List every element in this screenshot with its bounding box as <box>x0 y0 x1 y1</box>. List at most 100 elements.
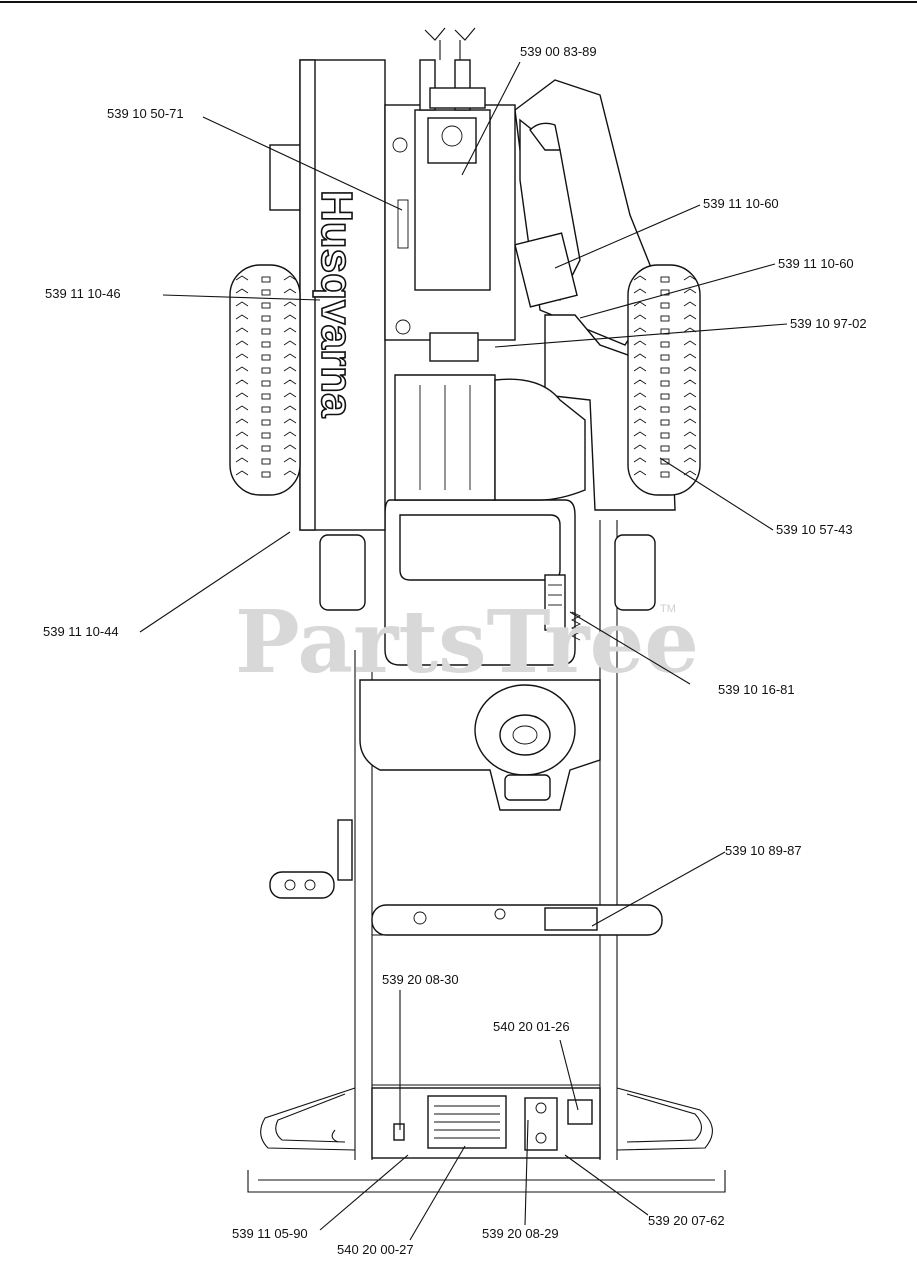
tire-tread-block <box>261 328 271 335</box>
tire-tread-mark <box>633 470 697 476</box>
tire-tread-block <box>660 276 670 283</box>
callout-c3[interactable]: 539 11 10-60 <box>703 196 779 211</box>
brand-decal: Husqvarna <box>312 190 361 418</box>
tire-tread-block <box>261 354 271 361</box>
tire-tread-block <box>261 276 271 283</box>
callout-c7[interactable]: 539 10 57-43 <box>776 522 853 537</box>
tire-tread-mark <box>235 392 297 398</box>
machine-drawing <box>229 27 726 1193</box>
tire-tread-block <box>660 471 670 478</box>
tire-tread-block <box>261 302 271 309</box>
leader-c10 <box>591 851 726 927</box>
callout-c10[interactable]: 539 10 89-87 <box>725 843 802 858</box>
tire-tread-mark <box>633 418 697 424</box>
tire-tread-block <box>261 419 271 426</box>
watermark-tm: TM <box>660 603 676 615</box>
tire-tread-mark <box>633 340 697 346</box>
watermark: PartsTree <box>235 592 699 693</box>
leader-c7 <box>659 457 774 531</box>
tire-tread-block <box>660 419 670 426</box>
callout-c12[interactable]: 540 20 01-26 <box>493 1019 570 1034</box>
tire-tread-mark <box>633 288 697 294</box>
leader-c12 <box>559 1039 579 1111</box>
callout-c15[interactable]: 539 20 08-29 <box>482 1226 559 1241</box>
leader-c13 <box>319 1154 409 1231</box>
leader-c8 <box>139 531 291 633</box>
tire-tread-mark <box>633 301 697 307</box>
leader-c9 <box>569 611 691 685</box>
leader-c16 <box>564 1154 649 1216</box>
tire-tread-block <box>660 432 670 439</box>
tire-tread-block <box>660 302 670 309</box>
tire-tread-mark <box>633 379 697 385</box>
callout-c1[interactable]: 539 00 83-89 <box>520 44 597 59</box>
decal-539-10-50-71 <box>397 199 409 249</box>
tire-tread-mark <box>235 327 297 333</box>
decal-540-20-01-26 <box>567 1099 593 1125</box>
tire-tread-mark <box>633 327 697 333</box>
tire-tread-block <box>660 341 670 348</box>
tire-tread-mark <box>633 314 697 320</box>
tire-tread-mark <box>633 431 697 437</box>
callout-c9[interactable]: 539 10 16-81 <box>718 682 795 697</box>
tow-bar <box>371 904 663 936</box>
tire-tread-mark <box>235 470 297 476</box>
tire-tread-block <box>261 380 271 387</box>
tire-tread-mark <box>235 301 297 307</box>
tire-tread-mark <box>235 288 297 294</box>
engine-cover <box>394 374 586 501</box>
decal-539-10-89-87 <box>544 907 598 931</box>
leader-c2 <box>202 116 403 211</box>
decal-539-00-83-89 <box>427 117 477 164</box>
tire-tread-block <box>660 406 670 413</box>
callout-c5[interactable]: 539 11 10-60 <box>778 256 854 271</box>
decal-539-20-08-29 <box>524 1097 558 1151</box>
callout-c14[interactable]: 540 20 00-27 <box>337 1242 414 1257</box>
callout-c11[interactable]: 539 20 08-30 <box>382 972 459 987</box>
callout-c2[interactable]: 539 10 50-71 <box>107 106 184 121</box>
leader-c4 <box>162 294 321 301</box>
tire-tread-block <box>660 315 670 322</box>
tire-tread-mark <box>633 353 697 359</box>
tire-tread-block <box>660 367 670 374</box>
tire-tread-mark <box>633 444 697 450</box>
tire-tread-mark <box>235 418 297 424</box>
tire-tread-mark <box>235 340 297 346</box>
tire-tread-block <box>261 393 271 400</box>
tire-tread-mark <box>235 353 297 359</box>
tire-tread-block <box>660 380 670 387</box>
tire-tread-mark <box>633 275 697 281</box>
callout-c16[interactable]: 539 20 07-62 <box>648 1213 725 1228</box>
callout-c8[interactable]: 539 11 10-44 <box>43 624 119 639</box>
callout-c6[interactable]: 539 10 97-02 <box>790 316 867 331</box>
tire-tread-block <box>660 354 670 361</box>
leader-c5 <box>579 263 776 319</box>
callout-labels: 539 00 83-89 539 10 50-71 539 11 10-60 5… <box>43 44 867 1257</box>
tire-tread-mark <box>235 405 297 411</box>
tire-tread-block <box>261 471 271 478</box>
tire-tread-block <box>261 341 271 348</box>
decal-539-10-97-02 <box>429 332 479 362</box>
tire-tread-block <box>261 367 271 374</box>
central-body <box>384 27 516 362</box>
callout-c13[interactable]: 539 11 05-90 <box>232 1226 308 1241</box>
tire-tread-block <box>660 458 670 465</box>
hopper <box>514 79 661 346</box>
fuel-tank <box>384 499 582 666</box>
side-bracket <box>269 819 353 899</box>
tire-tread-block <box>261 406 271 413</box>
tire-tread-block <box>261 458 271 465</box>
callout-c4[interactable]: 539 11 10-46 <box>45 286 121 301</box>
tire-tread-mark <box>235 366 297 372</box>
leader-c14 <box>409 1145 466 1241</box>
tire-tread-mark <box>633 457 697 463</box>
tire-tread-mark <box>235 314 297 320</box>
leader-c6 <box>494 323 788 348</box>
decal-539-20-08-30 <box>393 1123 405 1141</box>
tire-tread-block <box>660 445 670 452</box>
tire-tread-block <box>660 393 670 400</box>
tire-tread-mark <box>235 444 297 450</box>
rear-stand <box>247 1087 726 1193</box>
leader-c15 <box>524 1119 529 1226</box>
